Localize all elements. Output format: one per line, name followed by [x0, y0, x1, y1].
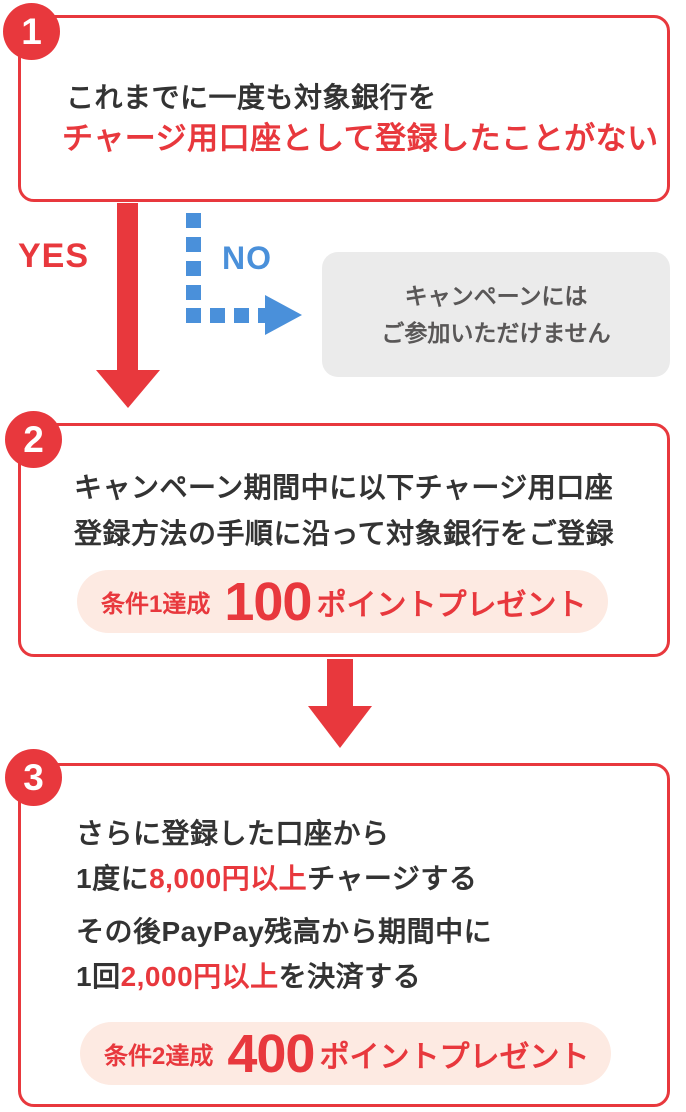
condition1-points-suffix: ポイントプレゼント — [316, 588, 587, 622]
flow-arrow-shaft — [327, 659, 353, 706]
condition2-reward-badge: 条件2達成 400 ポイントプレゼント — [80, 1022, 611, 1085]
step2-text-line2: 登録方法の手順に沿って対象銀行をご登録 — [74, 518, 615, 549]
no-label: NO — [222, 240, 272, 276]
flow-down-arrow-icon — [308, 706, 372, 748]
step1-text-line1: これまでに一度も対象銀行を — [66, 82, 437, 113]
step1-number: 1 — [21, 10, 42, 52]
condition2-label: 条件2達成 — [104, 1043, 214, 1070]
no-dotted-arrow-vertical — [186, 213, 201, 322]
step2-number: 2 — [23, 418, 44, 460]
cannot-participate-box: キャンペーンには ご参加いただけません — [322, 252, 670, 377]
condition2-points: 400 — [227, 1023, 315, 1084]
step3-para1-line2: 1度に8,000円以上チャージする — [76, 857, 477, 897]
step3-para2-line2-post: を決済する — [278, 961, 422, 992]
step3-para2-line2-pre: 1回 — [76, 961, 121, 992]
step2-number-badge: 2 — [5, 411, 62, 468]
step3-para1-line1: さらに登録した口座から — [76, 818, 390, 849]
fail-box-line2: ご参加いただけません — [381, 319, 611, 346]
step3-para1-line2-pre: 1度に — [76, 863, 150, 894]
yes-down-arrow-icon — [96, 370, 160, 408]
step3-para2-line1: その後PayPay残高から期間中に — [76, 916, 493, 947]
step3-para2-line2-amount: 2,000円以上 — [120, 961, 279, 992]
step2-text-line1: キャンペーン期間中に以下チャージ用口座 — [74, 472, 614, 503]
step1-card — [18, 15, 670, 202]
condition1-points: 100 — [224, 571, 312, 632]
yes-label: YES — [18, 237, 90, 275]
no-right-arrow-icon — [265, 295, 302, 335]
condition2-points-suffix: ポイントプレゼント — [319, 1040, 590, 1074]
fail-box-line1: キャンペーンには — [404, 282, 588, 309]
step3-number: 3 — [23, 756, 44, 798]
condition1-label: 条件1達成 — [101, 591, 211, 618]
step3-para1-line2-amount: 8,000円以上 — [149, 863, 308, 894]
condition1-reward-badge: 条件1達成 100 ポイントプレゼント — [77, 570, 608, 633]
step3-para2-line2: 1回2,000円以上を決済する — [76, 955, 421, 995]
no-dotted-arrow-horizontal — [186, 308, 265, 323]
step1-text-line2: チャージ用口座として登録したことがない — [62, 121, 659, 156]
step3-para1-line2-post: チャージする — [307, 863, 478, 894]
yes-down-arrow-shaft — [117, 203, 138, 370]
step1-number-badge: 1 — [3, 3, 60, 60]
step3-number-badge: 3 — [5, 749, 62, 806]
